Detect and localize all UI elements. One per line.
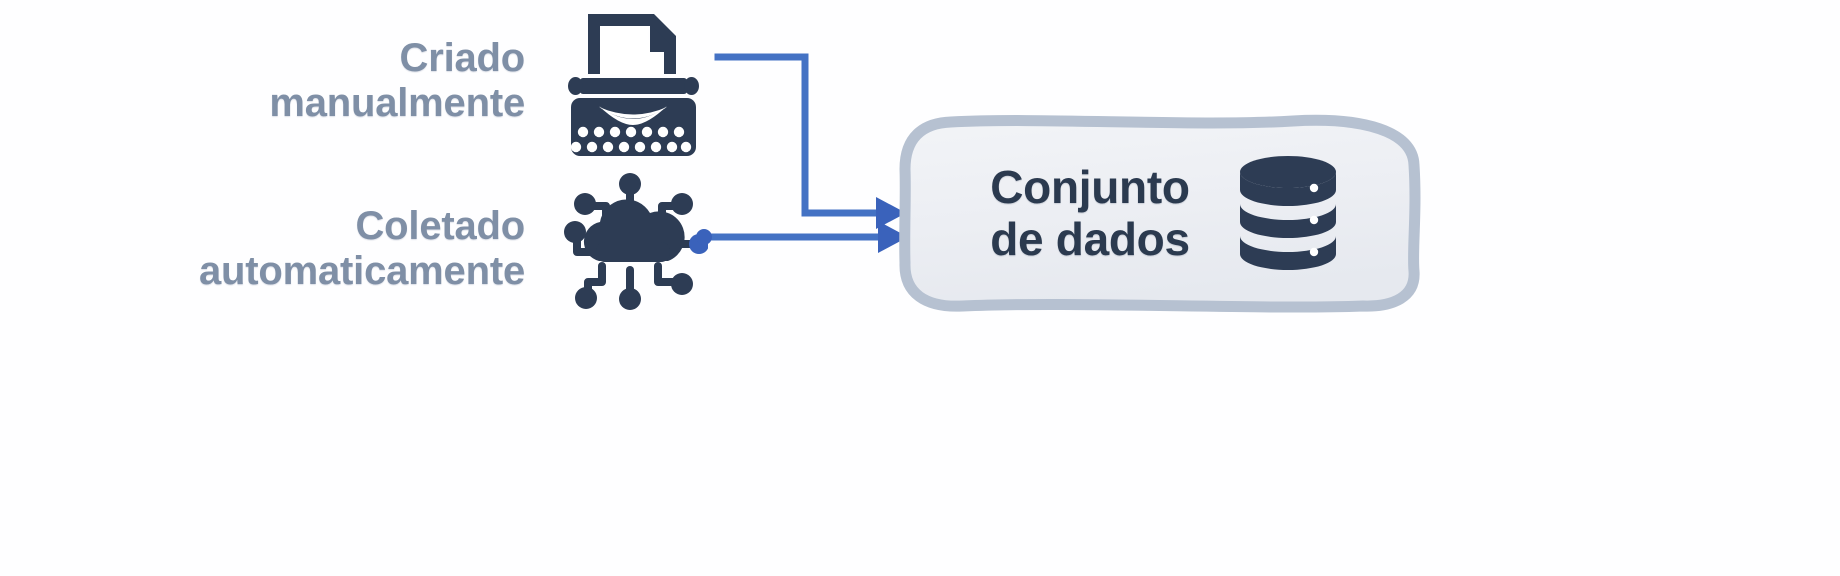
source-label-automatic: Coletado automaticamente — [199, 204, 525, 293]
db-indicator-dot — [1309, 215, 1318, 225]
connector-origin-dot — [696, 229, 712, 245]
typewriter-icon — [566, 8, 701, 158]
arrowhead-manual — [876, 197, 906, 229]
dataset-box[interactable]: Conjunto de dados — [893, 111, 1427, 315]
iot-cloud-icon — [558, 166, 709, 311]
database-icon — [1236, 150, 1340, 276]
connector-manual-to-dataset — [700, 40, 915, 230]
db-indicator-dot — [1309, 247, 1318, 257]
db-indicator-dot — [1309, 183, 1318, 193]
source-label-manual: Criado manualmente — [269, 36, 525, 125]
connector-automatic-to-dataset — [690, 215, 915, 259]
dataset-title: Conjunto de dados — [990, 160, 1190, 265]
arrowhead-automatic — [878, 221, 908, 253]
